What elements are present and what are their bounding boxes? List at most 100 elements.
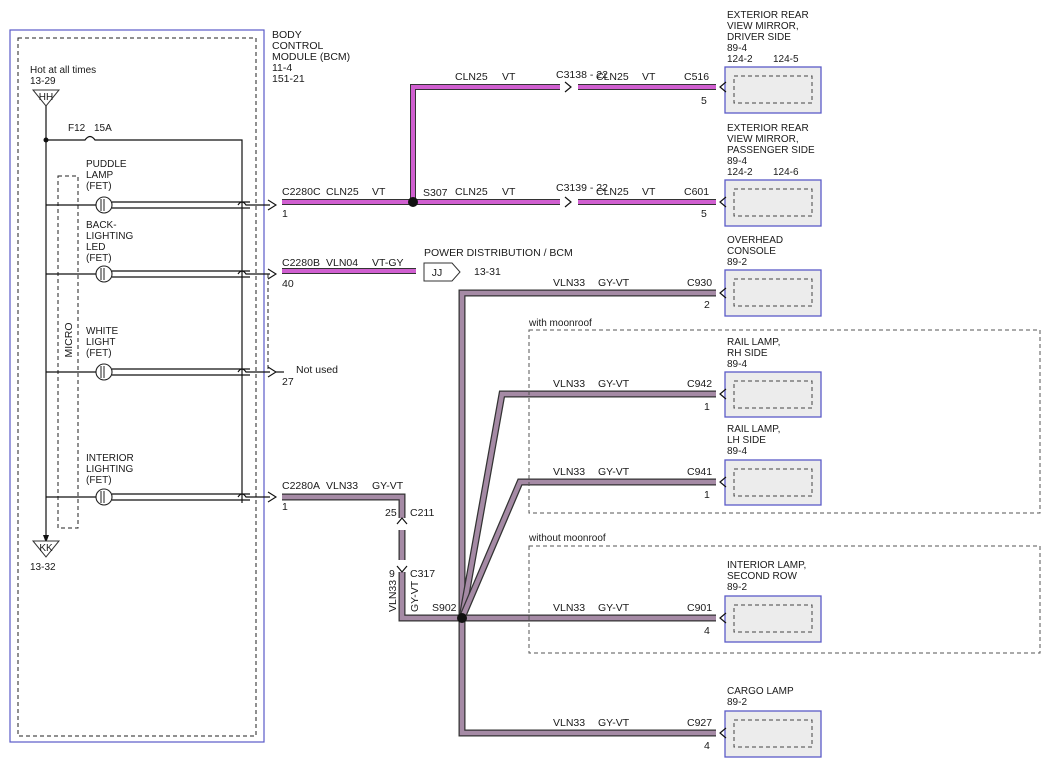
- jj-tag-icon: [423, 262, 461, 282]
- bcm-module: MICRO BODY CONTROL MODULE (BCM) 11-4 151…: [9, 29, 350, 743]
- wire-circuit-label: VLN33: [553, 602, 585, 614]
- pin-label: 1: [282, 208, 288, 220]
- bcm-outline: [9, 29, 265, 743]
- connector-arrow-icon: [719, 196, 727, 208]
- wire-color-label: VT: [502, 186, 516, 198]
- connector-arrow-icon: [719, 612, 727, 624]
- component-label-line: VIEW MIRROR,: [727, 134, 799, 145]
- ground-tag: KK: [39, 543, 53, 554]
- color-label: GY-VT: [372, 480, 404, 492]
- connector-arrow-icon: [719, 388, 727, 400]
- connector-arrow-icon: [396, 565, 408, 573]
- component-label-line: RAIL LAMP,: [727, 424, 780, 435]
- pin-label: 27: [282, 376, 294, 388]
- component-box: [724, 710, 822, 758]
- connector-arrow-icon: [719, 81, 727, 93]
- connector-label: C2280B: [282, 257, 320, 269]
- connector-arrow-icon: [719, 287, 727, 299]
- wires-grey-violet: [282, 289, 716, 737]
- pin-label: 5: [701, 208, 707, 220]
- component-rail-lamp-rh: RAIL LAMP, RH SIDE 89-4 VLN33 GY-VT C942…: [553, 337, 822, 418]
- c317-pin: 9: [389, 568, 395, 580]
- component-label-line: PASSENGER SIDE: [727, 145, 815, 156]
- connector-label: C942: [687, 378, 712, 390]
- fuse-icon: [46, 135, 243, 503]
- component-passenger-mirror: EXTERIOR REAR VIEW MIRROR, PASSENGER SID…: [684, 123, 822, 227]
- component-label-line: VIEW MIRROR,: [727, 21, 799, 32]
- component-label-line: 89-4: [727, 156, 747, 167]
- fet-label-line: PUDDLE: [86, 159, 127, 170]
- component-overhead-console: OVERHEAD CONSOLE 89-2 VLN33 GY-VT C930 2: [553, 235, 822, 317]
- power-ref: 13-29: [30, 76, 56, 87]
- wire-circuit-label: VLN33: [553, 277, 585, 289]
- component-label-line: DRIVER SIDE: [727, 32, 791, 43]
- component-label-line: EXTERIOR REAR: [727, 10, 809, 21]
- wire-circuit-label: CLN25: [596, 186, 629, 198]
- vertical-wire-circuit: VLN33: [387, 580, 399, 612]
- component-label-line: OVERHEAD: [727, 235, 783, 246]
- fet-interior-lighting: INTERIOR LIGHTING (FET): [46, 453, 250, 506]
- output-c2280b: C2280B VLN04 VT-GY 40: [282, 257, 404, 290]
- component-label-line: 89-4: [727, 43, 747, 54]
- connector-arrow-icon: [396, 517, 408, 525]
- fuse-rating: 15A: [94, 123, 112, 134]
- bcm-ref-2: 151-21: [272, 73, 305, 85]
- component-box: [724, 66, 822, 114]
- wire-circuit-label: VLN33: [553, 717, 585, 729]
- ground-tag-icon: KK: [31, 540, 61, 558]
- fet-label-line: LAMP: [86, 170, 114, 181]
- wire-color-label: GY-VT: [598, 466, 630, 478]
- connector-label: C930: [687, 277, 712, 289]
- connector-label: C601: [684, 186, 709, 198]
- fet-label-line: (FET): [86, 181, 112, 192]
- fet-label-line: (FET): [86, 348, 112, 359]
- jj-tag: JJ: [432, 267, 443, 279]
- component-ref: 124-6: [773, 167, 799, 178]
- arrow-down-icon: [43, 535, 49, 543]
- component-driver-mirror: EXTERIOR REAR VIEW MIRROR, DRIVER SIDE 8…: [684, 10, 822, 114]
- connector-arrow-icon: [564, 81, 572, 93]
- wire-color-label: GY-VT: [598, 602, 630, 614]
- output-not-used: Not used 27: [276, 364, 338, 388]
- fet-label-line: LIGHTING: [86, 231, 133, 242]
- with-moonroof-label: with moonroof: [528, 318, 592, 329]
- c211-pin: 25: [385, 507, 397, 519]
- component-label-line: RAIL LAMP,: [727, 337, 780, 348]
- component-label-line: CONSOLE: [727, 246, 776, 257]
- connector-arrow-icon: [719, 727, 727, 739]
- connector-label: C2280A: [282, 480, 320, 492]
- fet-label-line: LED: [86, 242, 105, 253]
- bcm-ref-1: 11-4: [272, 62, 292, 74]
- wire-color-label: GY-VT: [598, 717, 630, 729]
- component-box: [724, 595, 822, 643]
- component-label-line: 89-2: [727, 697, 747, 708]
- connector-label: C516: [684, 71, 709, 83]
- power-distribution-label: POWER DISTRIBUTION / BCM: [424, 247, 573, 259]
- fet-label-line: WHITE: [86, 326, 119, 337]
- pin-label: 5: [701, 95, 707, 107]
- fet-label-line: (FET): [86, 475, 112, 486]
- wire-circuit-label: VLN33: [553, 378, 585, 390]
- c211-label: C211: [410, 507, 434, 519]
- component-label-line: 89-4: [727, 446, 747, 457]
- wire-color-label: GY-VT: [598, 277, 630, 289]
- not-used-label: Not used: [296, 364, 338, 376]
- wire-circuit-label: CLN25: [596, 71, 629, 83]
- pin-label: 4: [704, 740, 710, 752]
- color-label: VT-GY: [372, 257, 404, 269]
- component-rail-lamp-lh: RAIL LAMP, LH SIDE 89-4 VLN33 GY-VT C941…: [553, 424, 822, 506]
- component-label-line: 89-4: [727, 359, 747, 370]
- component-ref: 124-2: [727, 167, 753, 178]
- component-box: [724, 371, 822, 418]
- component-label-line: LH SIDE: [727, 435, 766, 446]
- fet-label-line: BACK-: [86, 220, 117, 231]
- inline-connector-c3138: C3138 - 22: [556, 69, 608, 81]
- c317-label: C317: [410, 568, 435, 580]
- splice-s307: [408, 197, 418, 207]
- connector-arrow-icon: [564, 196, 572, 208]
- component-box: [724, 269, 822, 317]
- power-tag: HH: [39, 92, 53, 103]
- pin-label: 1: [282, 501, 288, 513]
- output-c2280a: C2280A VLN33 GY-VT 1: [282, 480, 404, 513]
- inline-connector-c3139: C3139 - 22: [556, 182, 608, 194]
